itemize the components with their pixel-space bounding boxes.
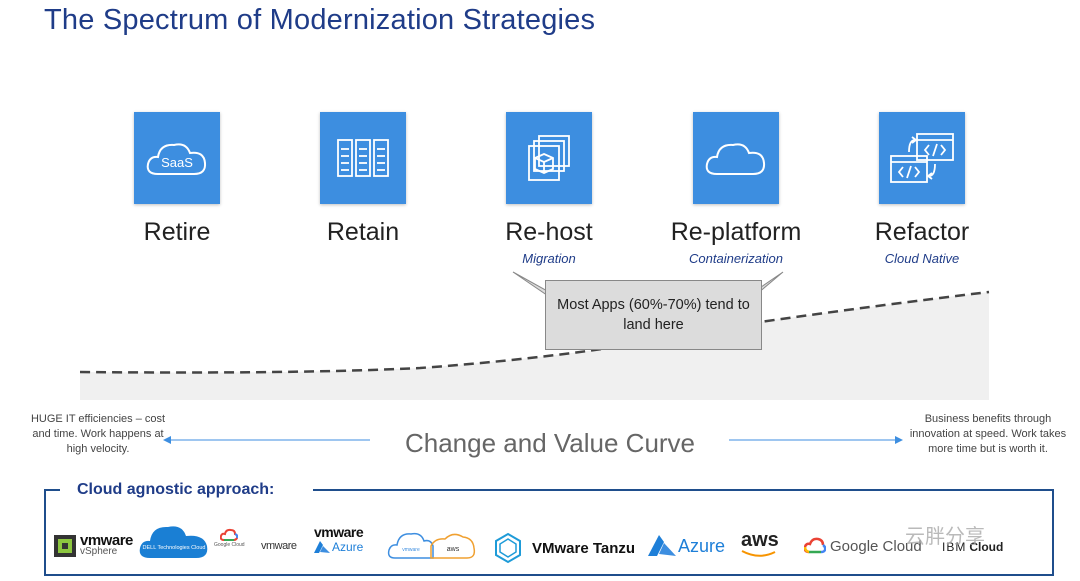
vmware-plain-logo: vmware xyxy=(261,540,297,552)
google-cloud-small-logo: Google Cloud xyxy=(214,528,245,548)
dell-cloud-icon: DELL Technologies Cloud xyxy=(139,526,208,558)
svg-text:vmware: vmware xyxy=(402,547,420,553)
azure-logo: Azure xyxy=(648,535,725,557)
page-title: The Spectrum of Modernization Strategies xyxy=(44,4,596,36)
strategy-refactor: Refactor Cloud Native xyxy=(852,112,992,266)
svg-text:SaaS: SaaS xyxy=(161,155,193,170)
vmware-vsphere-logo: vmware vSphere xyxy=(53,533,133,558)
curve-dashed-line xyxy=(79,290,990,374)
vmware-aws-cloud-icon: vmware aws xyxy=(387,532,476,559)
strategy-tile xyxy=(879,112,965,204)
vmware-azure-logo: vmware Azure xyxy=(314,524,364,554)
strategy-tile xyxy=(693,112,779,204)
dell-cloud-logo: DELL Technologies Cloud xyxy=(138,522,210,562)
callout-box: Most Apps (60%-70%) tend to land here xyxy=(545,280,762,350)
strategy-tile: SaaS xyxy=(134,112,220,204)
strategy-subtitle: Containerization xyxy=(689,251,783,266)
strategy-name: Retire xyxy=(143,218,211,246)
strategy-tile xyxy=(320,112,406,204)
google-cloud-logo: Google Cloud xyxy=(804,537,922,555)
server-rack-icon xyxy=(337,139,389,177)
strategy-name: Refactor xyxy=(874,218,970,246)
saas-cloud-icon: SaaS xyxy=(146,143,207,175)
aws-smile-icon xyxy=(741,550,776,557)
left-curve-text: HUGE IT efficiencies – cost and time. Wo… xyxy=(30,413,166,455)
right-curve-text: Business benefits through innovation at … xyxy=(909,413,1067,455)
curve-label: Change and Value Curve xyxy=(404,428,696,458)
strategy-name: Re-host xyxy=(505,218,593,246)
watermark: 云胖分享 xyxy=(905,526,985,548)
code-refactor-icon xyxy=(890,133,954,183)
svg-text:DELL Technologies Cloud: DELL Technologies Cloud xyxy=(143,545,206,551)
tanzu-icon xyxy=(495,532,521,564)
strategy-replatform: Re-platform Containerization xyxy=(666,112,806,266)
strategy-name: Re-platform xyxy=(670,218,802,246)
cloud-outline-icon xyxy=(705,143,766,175)
svg-text:aws: aws xyxy=(447,546,460,553)
strategy-subtitle: Migration xyxy=(522,251,576,266)
strategy-rehost: Re-host Migration xyxy=(479,112,619,266)
strategy-retain: Retain xyxy=(293,112,433,247)
agnostic-box xyxy=(44,490,1054,576)
aws-logo: aws xyxy=(741,530,779,558)
vsphere-icon xyxy=(54,535,76,557)
google-cloud-icon xyxy=(804,537,826,554)
strategy-tile xyxy=(506,112,592,204)
azure-small-icon xyxy=(314,540,330,553)
vmware-aws-cloud-logo: vmware aws xyxy=(387,528,477,562)
agnostic-label: Cloud agnostic approach: xyxy=(77,481,275,498)
vmware-tanzu-logo: VMware Tanzu xyxy=(492,532,635,564)
curve-fill-area xyxy=(80,292,989,400)
ibm-cloud-logo: IBM Cloud xyxy=(942,540,1004,554)
strategy-name: Retain xyxy=(326,218,400,246)
migration-cube-icon xyxy=(528,135,570,181)
strategy-subtitle: Cloud Native xyxy=(884,251,960,266)
azure-icon xyxy=(648,535,676,556)
google-cloud-icon xyxy=(220,528,239,541)
strategy-retire: SaaS Retire xyxy=(107,112,247,247)
